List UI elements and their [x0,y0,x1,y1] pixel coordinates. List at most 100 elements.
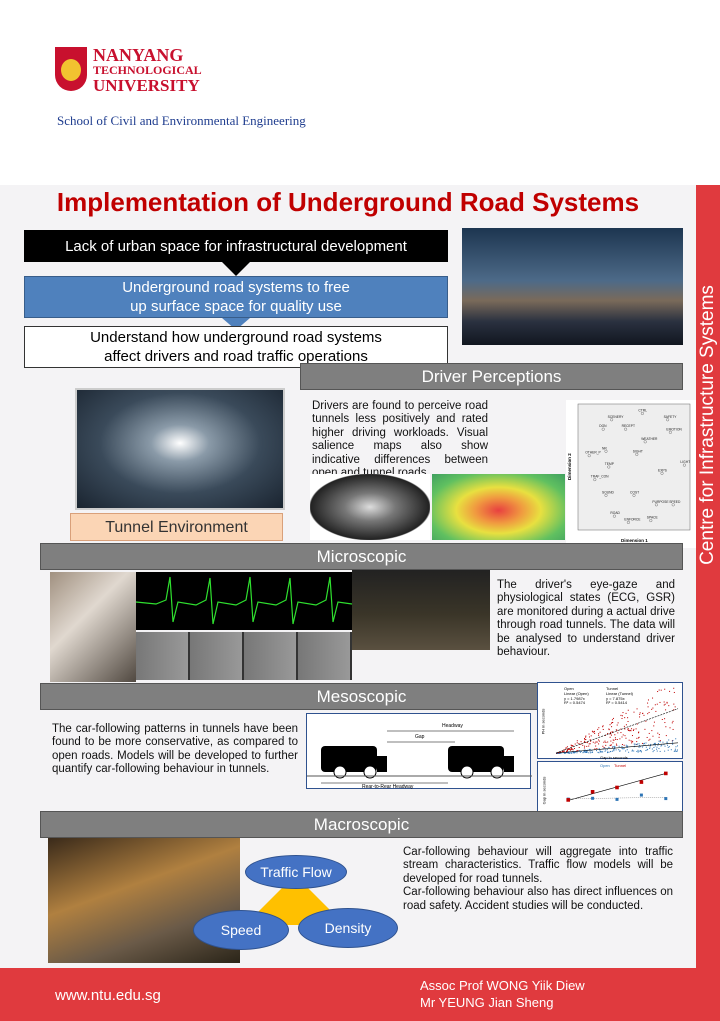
flow-box-problem: Lack of urban space for infrastructural … [24,230,448,262]
tunnel-point [620,732,622,734]
tunnel-point [621,744,623,746]
microscopic-text: The driver's eye-gaze and physiological … [497,579,675,659]
open-point [649,744,651,746]
open-point [654,743,656,745]
tunnel-point [664,703,666,705]
open-point [572,752,574,754]
tunnel-point [584,745,586,747]
tunnel-photo [75,388,285,510]
open-point [613,748,615,750]
poster-title: Implementation of Underground Road Syste… [56,187,640,217]
open-point [656,746,658,748]
tunnel-point [666,702,668,704]
tunnel-point [570,748,572,750]
headway-label: Headway [442,723,463,729]
driver-perceptions-text: Drivers are found to perceive road tunne… [312,400,488,479]
open-point [618,745,620,747]
open-point [584,751,586,753]
car-following-diagram: Headway Gap Rear-to-Rear Headway [306,713,532,790]
open-point [637,743,639,745]
tunnel-point [596,741,598,743]
open-point [608,746,610,748]
open-point [675,746,677,748]
tunnel-point [583,747,585,749]
open-point [666,742,668,744]
open-point [646,749,648,751]
tunnel-point [573,748,575,750]
tunnel-point [611,726,613,728]
open-point [653,743,655,745]
mds-point [626,520,630,524]
tunnel-point [627,730,629,732]
open-point [559,752,561,754]
mds-point [607,465,611,469]
open-point [604,747,606,749]
tunnel-point [636,741,638,743]
tunnel-point [664,718,666,720]
tunnel-point [566,749,568,751]
tunnel-point [589,743,591,745]
website-link[interactable]: www.ntu.edu.sg [55,987,161,1004]
mds-point-label: CTRL [638,408,647,412]
ntu-crest-logo [55,47,87,91]
tunnel-point [588,743,590,745]
mds-point-label: SIGHT [633,449,643,453]
tunnel-point [614,734,616,736]
mds-point [666,418,670,422]
open-point [598,748,600,750]
tunnel-point [652,707,654,709]
open-point [567,751,569,753]
tunnel-point [602,728,604,730]
tunnel-point [607,733,609,735]
open-point [564,752,566,754]
mesoscopic-text: The car-following patterns in tunnels ha… [52,723,298,776]
tunnel-point [627,720,629,722]
tunnel-point [599,731,601,733]
open-point [599,750,601,752]
open-point [659,741,661,743]
tunnel-point [571,748,573,750]
mds-point [604,493,608,497]
open-point [618,749,620,751]
tunnel-point [580,743,582,745]
mds-point [601,427,605,431]
tunnel-environment-label: Tunnel Environment [70,513,283,541]
tunnel-point [616,744,618,746]
tunnel-point [623,725,625,727]
trend-open [555,742,679,754]
open-point [557,752,559,754]
tunnel-point [632,729,634,731]
open-point [628,751,630,753]
tunnel-point [651,730,653,732]
tunnel-point [596,748,598,750]
open-point [676,745,678,747]
open-point [573,751,575,753]
tunnel-point [616,739,618,741]
tunnel-point [658,736,660,738]
mds-point-label: SOUND [602,490,615,494]
tunnel-point [568,748,570,750]
ntu-wordmark: NANYANG TECHNOLOGICAL UNIVERSITY [93,45,202,95]
open-point [643,742,645,744]
tunnel-point [611,719,613,721]
tunnel-point [642,713,644,715]
tunnel-point [584,739,586,741]
open-point [663,744,665,746]
open-point [659,750,661,752]
tunnel-point [624,717,626,719]
mds-point [624,427,628,431]
open-point [576,752,578,754]
open-point [643,743,645,745]
mds-point-label: LIGHT [680,460,690,464]
tunnel-point [585,736,587,738]
tunnel-point [605,744,607,746]
open-point [668,746,670,748]
open-point [602,751,604,753]
mds-ylabel: Dimension 2 [567,453,572,480]
tunnel-point [625,724,627,726]
open-point [656,750,658,752]
open-point [613,746,615,748]
r2-open: R² = 0.5474 [564,700,586,705]
tunnel-point [563,749,565,751]
open-point [585,751,587,753]
